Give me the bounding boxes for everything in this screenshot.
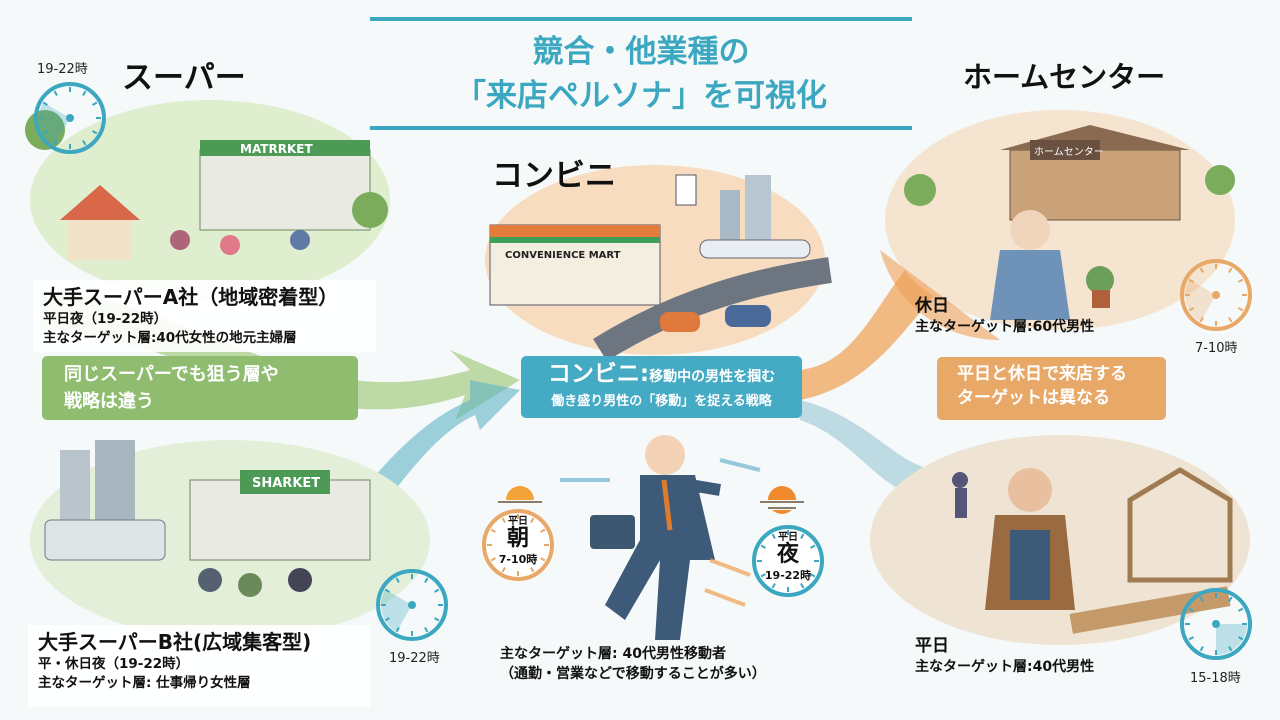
supermarket-insight-box: 同じスーパーでも狙う層や 戦略は違う xyxy=(42,356,358,420)
clock-time: 7-10時 xyxy=(498,553,538,566)
target-line: 主なターゲット層: 40代男性移動者 xyxy=(500,646,726,662)
strategy-line: 働き盛り男性の「移動」を捉える戦略 xyxy=(551,394,772,409)
diy-man-illustration xyxy=(870,435,1250,645)
store-b-sign: SHARKET xyxy=(252,476,320,491)
supermarket-heading: スーパー xyxy=(122,60,246,96)
sunrise-icon xyxy=(498,486,542,514)
insight-line: ターゲットは異なる xyxy=(957,388,1110,408)
clock-label: 15-18時 xyxy=(1190,671,1241,686)
clock-day: 平日 xyxy=(508,516,528,527)
clock-label: 19-22時 xyxy=(37,62,88,77)
time-range-wedge xyxy=(1185,279,1216,322)
insight-line: 同じスーパーでも狙う層や xyxy=(64,364,279,385)
clock-icon xyxy=(376,569,448,641)
convenience-store-sign: CONVENIENCE MART xyxy=(505,250,621,261)
night-clock-text: 平日 夜 19-22時 xyxy=(750,528,826,583)
page-title: 競合・他業種の 「来店ペルソナ」を可視化 xyxy=(370,30,912,118)
weekday-day: 平日 xyxy=(915,636,949,656)
supermarket-a-illustration: MATRRKET xyxy=(25,100,390,300)
title-line-2: 「来店ペルソナ」を可視化 xyxy=(455,78,827,114)
company-a-target: 主なターゲット層:40代女性の地元主婦層 xyxy=(43,330,297,346)
convenience-store-illustration: CONVENIENCE MART xyxy=(485,165,832,362)
title-line-1: 競合・他業種の xyxy=(532,34,750,70)
company-b-info: 大手スーパーB社(広域集客型) 平・休日夜（19-22時） 主なターゲット層: … xyxy=(28,625,370,707)
time-range-wedge xyxy=(381,589,412,632)
home-center-holiday-info: 休日 主なターゲット層:60代男性 xyxy=(915,296,1094,336)
holiday-day: 休日 xyxy=(915,296,949,316)
night-clock-icon xyxy=(752,525,824,597)
convenience-strategy-box: コンビニ:移動中の男性を掴む 働き盛り男性の「移動」を捉える戦略 xyxy=(521,356,802,418)
company-b-name: 大手スーパーB社(広域集客型) xyxy=(38,630,312,654)
clock-icon xyxy=(1180,259,1252,331)
strategy-lead: コンビニ: xyxy=(547,361,650,387)
insight-line: 平日と休日で来店する xyxy=(957,364,1127,384)
supermarket-b-illustration: SHARKET xyxy=(30,440,430,640)
title-top-rule xyxy=(370,17,912,21)
company-a-name: 大手スーパーA社（地域密着型） xyxy=(43,285,339,309)
insight-line: 戦略は違う xyxy=(64,391,154,412)
clock-icon xyxy=(1180,588,1252,660)
company-b-time: 平・休日夜（19-22時） xyxy=(38,656,190,672)
clock-label: 7-10時 xyxy=(1195,341,1238,356)
company-a-info: 大手スーパーA社（地域密着型） 平日夜（19-22時） 主なターゲット層:40代… xyxy=(33,280,376,352)
sunset-icon xyxy=(760,486,804,514)
clock-period: 夜 xyxy=(776,542,799,567)
morning-clock-icon xyxy=(482,509,554,581)
clock-period: 朝 xyxy=(506,526,529,551)
home-center-sign: ホームセンター xyxy=(1034,146,1104,158)
title-bottom-rule xyxy=(370,126,912,130)
morning-clock-text: 平日 朝 7-10時 xyxy=(480,512,556,567)
strategy-line: 移動中の男性を掴む xyxy=(649,369,776,385)
businessman-illustration xyxy=(560,435,761,640)
time-range-wedge xyxy=(1216,624,1247,655)
clock-day: 平日 xyxy=(778,532,798,543)
home-center-weekday-info: 平日 主なターゲット層:40代男性 xyxy=(915,636,1094,676)
store-a-sign: MATRRKET xyxy=(240,142,313,156)
home-center-illustration: ホームセンター xyxy=(880,110,1235,340)
time-range-wedge xyxy=(39,102,70,145)
holiday-target: 主なターゲット層:60代男性 xyxy=(915,319,1095,335)
clock-label: 19-22時 xyxy=(389,651,440,666)
clock-icon xyxy=(34,82,106,154)
convenience-target: 主なターゲット層: 40代男性移動者 （通勤・営業などで移動することが多い） xyxy=(500,644,766,684)
home-center-heading: ホームセンター xyxy=(963,60,1166,94)
home-center-insight-box: 平日と休日で来店する ターゲットは異なる xyxy=(937,357,1166,420)
company-b-target: 主なターゲット層: 仕事帰り女性層 xyxy=(38,675,251,691)
company-a-time: 平日夜（19-22時） xyxy=(43,311,168,327)
clock-time: 19-22時 xyxy=(764,569,812,582)
target-line: （通勤・営業などで移動することが多い） xyxy=(500,666,766,682)
weekday-target: 主なターゲット層:40代男性 xyxy=(915,659,1095,675)
convenience-heading: コンビニ xyxy=(492,158,616,194)
